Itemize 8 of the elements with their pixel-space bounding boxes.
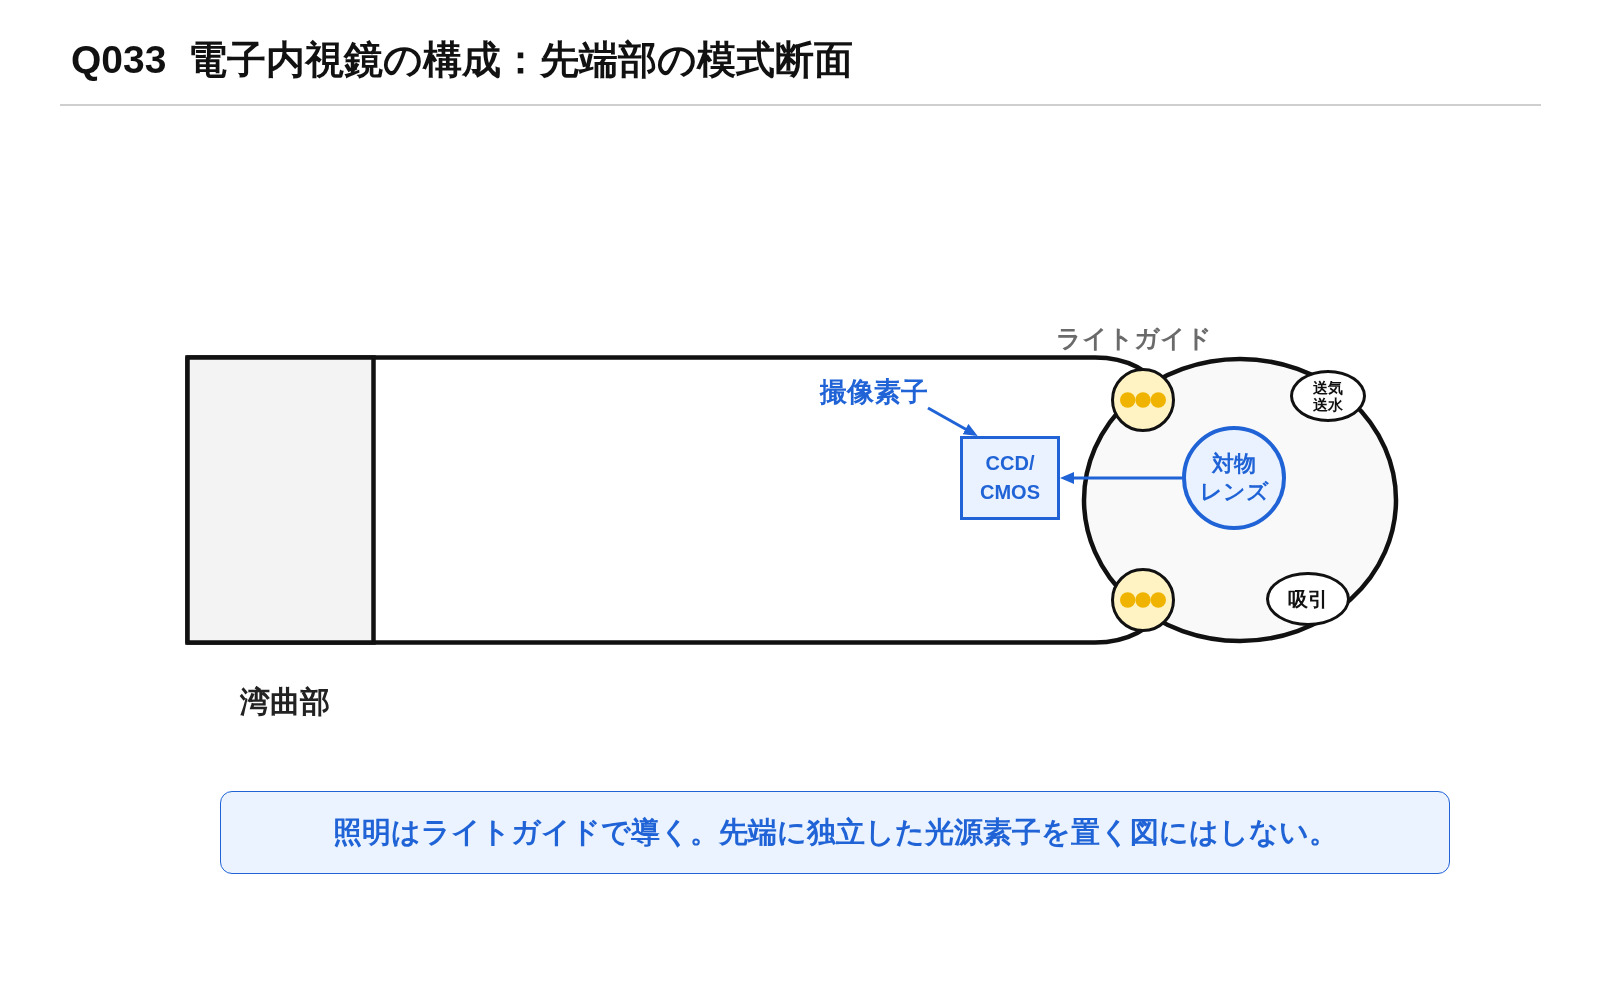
sensor-box: CCD/ CMOS (960, 436, 1060, 520)
arrow (1060, 472, 1182, 484)
title: Q033 電子内視鏡の構成：先端部の模式断面 (71, 37, 854, 83)
leader-arrow (927, 406, 978, 436)
part-label: 湾曲部 (240, 684, 330, 720)
callout-label: 撮像素子 (820, 375, 928, 409)
part-label: ライトガイド (1056, 323, 1212, 353)
note-box: 照明はライトガイドで導く。先端に独立した光源素子を置く図にはしない。 (220, 791, 1450, 874)
